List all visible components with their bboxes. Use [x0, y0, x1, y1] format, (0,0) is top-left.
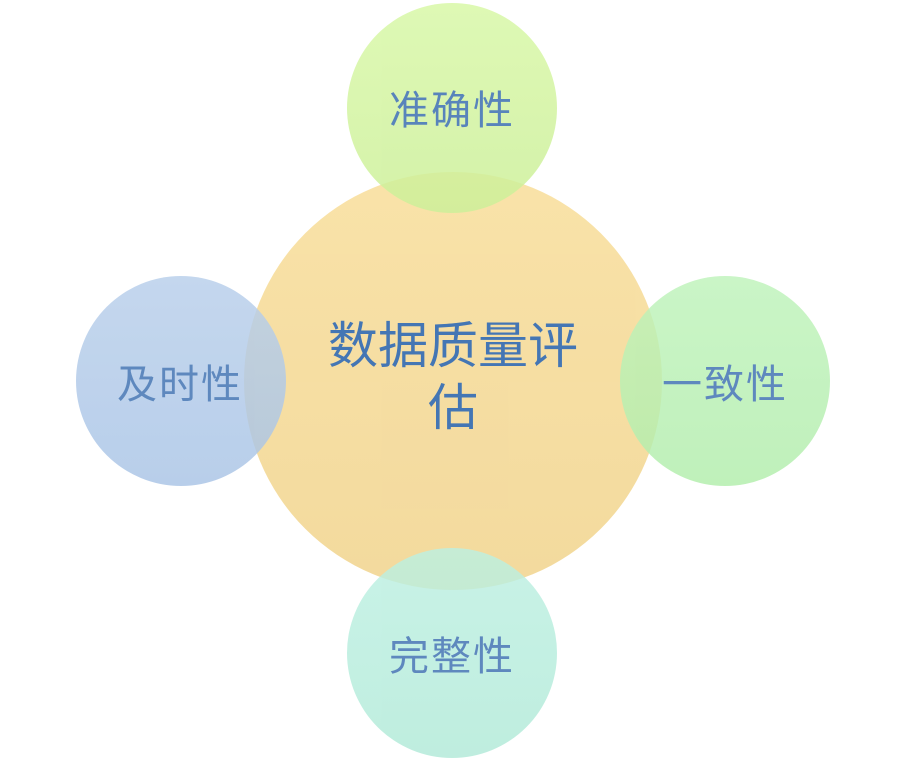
center-circle-data-quality-assessment: 数据质量评估: [244, 172, 662, 590]
node-circle-timeliness: 及时性: [76, 276, 286, 486]
node-circle-completeness: 完整性: [347, 548, 557, 758]
center-label: 数据质量评估: [328, 317, 578, 437]
node-label-timeliness: 及时性: [117, 362, 243, 408]
node-circle-consistency: 一致性: [620, 276, 830, 486]
node-label-consistency: 一致性: [662, 362, 788, 408]
node-label-completeness: 完整性: [389, 634, 515, 680]
node-label-accuracy: 准确性: [389, 88, 515, 134]
node-circle-accuracy: 准确性: [347, 3, 557, 213]
